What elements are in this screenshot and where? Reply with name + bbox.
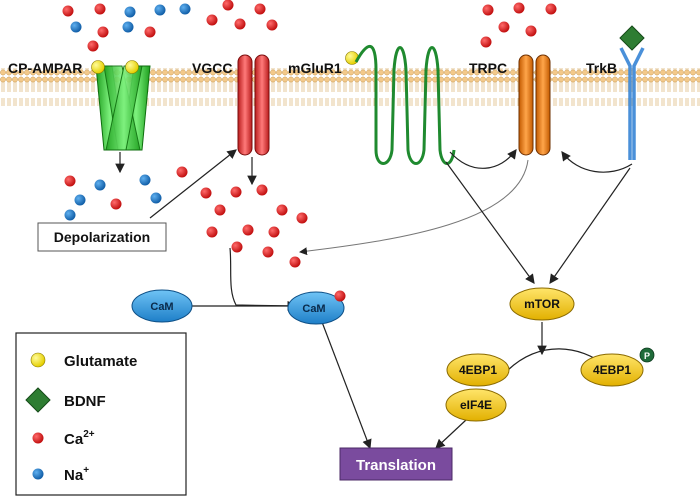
cp-ampar-channel	[91, 60, 151, 151]
intracellular-calcium	[200, 184, 308, 268]
mtor-label: mTOR	[524, 297, 560, 311]
vgcc-channel	[237, 54, 270, 156]
legend-sodium-icon	[32, 468, 44, 480]
bound-calcium	[334, 290, 346, 302]
translation-box	[339, 447, 453, 481]
legend: Glutamate BDNF Ca2+ Na+	[15, 332, 187, 496]
cam-left-label: CaM	[150, 301, 173, 313]
bdnf-icon	[619, 25, 645, 51]
legend-glutamate: Glutamate	[64, 353, 137, 370]
legend-glutamate-icon	[30, 352, 46, 368]
trkb-receptor	[619, 25, 645, 160]
cam-right-label: CaM	[302, 303, 325, 315]
glutamate-icon	[91, 60, 105, 74]
depolarization-box	[37, 222, 167, 252]
legend-calcium: Ca2+	[64, 429, 95, 448]
trkb-label: TrkB	[586, 60, 617, 76]
depolarization-label: Depolarization	[54, 229, 150, 245]
legend-calcium-icon	[32, 432, 44, 444]
cp-ampar-label: CP-AMPAR	[8, 60, 82, 76]
legend-sodium: Na+	[64, 465, 89, 484]
4ebp1-right-oval	[580, 353, 644, 387]
legend-bdnf-icon	[25, 387, 51, 413]
phosphate-icon	[639, 347, 655, 363]
mtor-oval	[509, 287, 575, 321]
extracellular-ions	[62, 0, 557, 52]
mglur1-label: mGluR1	[288, 60, 342, 76]
4ebp1-left-oval	[446, 353, 510, 387]
eif4e-label: eIF4E	[460, 398, 492, 412]
legend-bdnf: BDNF	[64, 393, 106, 410]
cam-left	[131, 289, 193, 323]
trpc-label: TRPC	[469, 60, 507, 76]
mglur1-receptor	[354, 45, 456, 165]
translation-label: Translation	[356, 457, 436, 474]
vgcc-label: VGCC	[192, 60, 232, 76]
phosphate-label: P	[644, 351, 650, 361]
eif4e-oval	[445, 388, 507, 422]
4ebp1-right-label: 4EBP1	[593, 363, 631, 377]
cam-right	[287, 291, 345, 325]
trpc-channel	[518, 54, 551, 156]
pathway-arrows	[115, 149, 633, 450]
glutamate-icon	[125, 60, 139, 74]
intracellular-ions-ampar	[64, 166, 188, 221]
4ebp1-left-label: 4EBP1	[459, 363, 497, 377]
